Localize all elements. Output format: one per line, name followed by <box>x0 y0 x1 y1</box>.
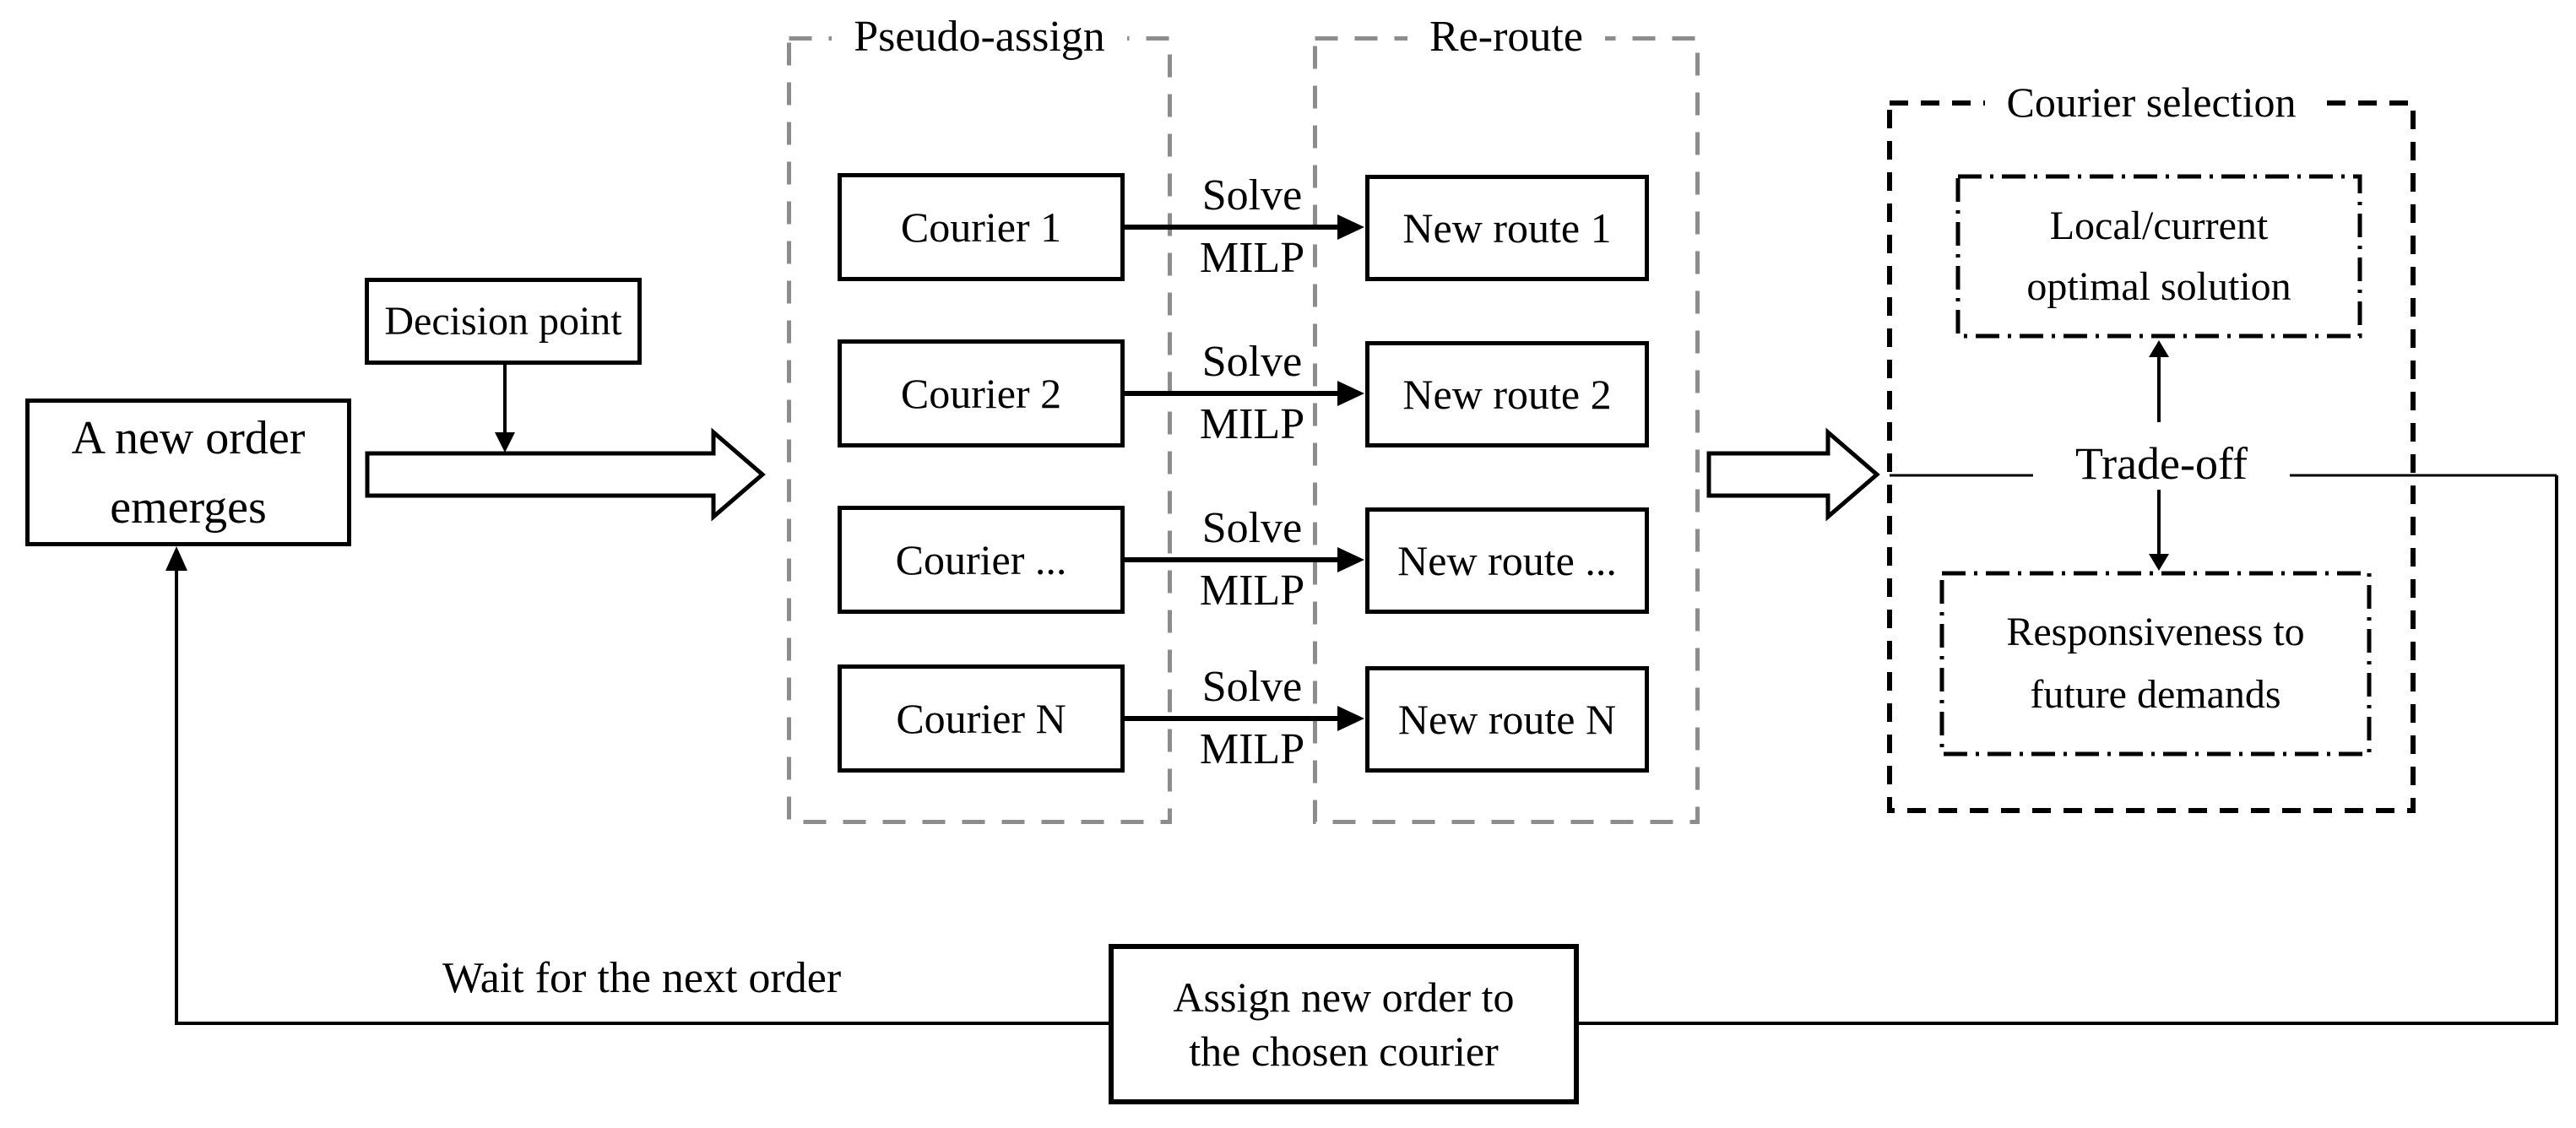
re-route-container-border <box>1313 36 1700 824</box>
wait-label: Wait for the next order <box>442 954 842 1002</box>
milp-arrow-row-4 <box>1125 706 1364 731</box>
milp-label-row-3: MILP <box>1199 567 1305 615</box>
local-optimal-box-border <box>1955 174 2362 339</box>
milp-arrow-row-3 <box>1125 547 1364 572</box>
milp-label-row-4: MILP <box>1199 725 1305 773</box>
solve-label-row-3: Solve <box>1201 504 1303 552</box>
assign-order-box: Assign new order to the chosen courier <box>1109 944 1579 1104</box>
re-route-label: Re-route <box>1315 12 1698 62</box>
new-route-box-ellipsis: New route ... <box>1365 507 1649 614</box>
big-arrow-1 <box>365 427 766 522</box>
milp-label-row-2: MILP <box>1199 400 1305 448</box>
courier-box-2: Courier 2 <box>838 339 1125 447</box>
decision-point-box: Decision point <box>365 278 642 365</box>
milp-label-row-1: MILP <box>1199 234 1305 282</box>
trade-off-up-arrow <box>2149 340 2169 422</box>
big-arrow-2 <box>1706 427 1880 522</box>
pseudo-assign-label: Pseudo-assign <box>789 12 1170 62</box>
trade-off-label: Trade-off <box>2075 438 2248 489</box>
milp-arrow-row-2 <box>1125 381 1364 406</box>
new-route-box-n: New route N <box>1365 666 1649 773</box>
milp-arrow-row-1 <box>1125 214 1364 240</box>
responsiveness-box: Responsiveness to future demands <box>2006 610 2305 717</box>
loop-up-arrow <box>165 546 187 1025</box>
courier-selection-label: Courier selection <box>1890 76 2413 128</box>
solve-label-row-1: Solve <box>1201 171 1303 220</box>
courier-box-1: Courier 1 <box>838 173 1125 281</box>
trade-off-down-arrow <box>2149 490 2169 571</box>
solve-label-row-4: Solve <box>1201 663 1303 711</box>
courier-box-ellipsis: Courier ... <box>838 506 1125 614</box>
new-route-box-2: New route 2 <box>1365 341 1649 447</box>
decision-down-arrow <box>495 365 515 453</box>
pseudo-assign-container-border <box>787 36 1172 824</box>
solve-label-row-2: Solve <box>1201 338 1303 386</box>
new-order-box: A new order emerges <box>25 399 351 546</box>
responsiveness-box-border <box>1939 571 2372 757</box>
new-route-box-1: New route 1 <box>1365 175 1649 281</box>
local-optimal-box: Local/current optimal solution <box>2026 203 2291 309</box>
courier-box-n: Courier N <box>838 664 1125 773</box>
